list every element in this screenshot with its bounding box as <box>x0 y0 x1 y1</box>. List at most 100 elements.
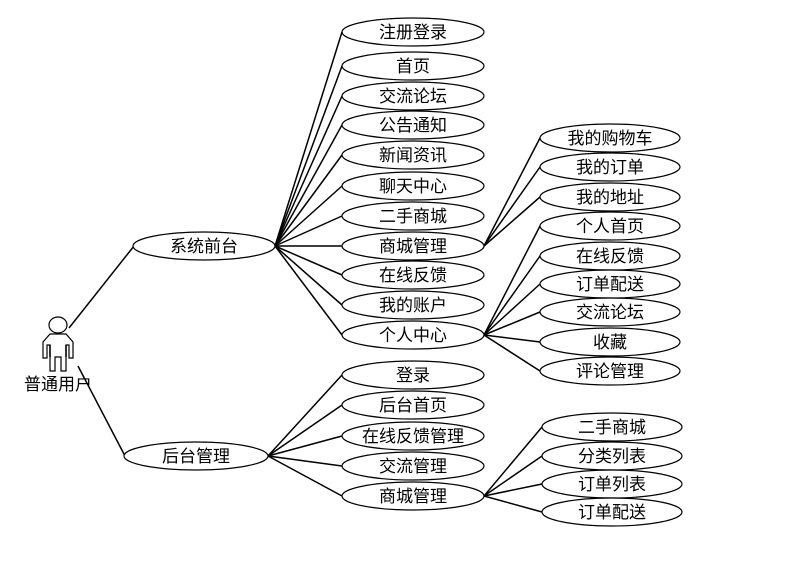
use-case-front-item: 商城管理 <box>341 231 485 261</box>
use-case-front-item-ellipse <box>341 140 485 170</box>
edge-back-2 <box>267 435 343 457</box>
use-case-mall-item: 我的购物车 <box>539 123 681 153</box>
use-case-back-item: 后台首页 <box>341 390 485 420</box>
use-case-front-ellipse <box>132 231 276 261</box>
use-case-back-ellipse <box>123 441 269 471</box>
edge-front-5 <box>274 185 343 247</box>
use-case-front-item-label: 我的账户 <box>379 296 447 316</box>
edge-back-3 <box>267 455 343 467</box>
use-case-front-item-ellipse <box>341 51 485 81</box>
edge-back-4 <box>267 455 343 497</box>
use-case-front-item-label: 首页 <box>396 57 430 77</box>
use-case-front-item-label: 在线反馈 <box>379 266 447 286</box>
use-case-backmall-item-ellipse <box>541 412 683 442</box>
use-case-front-item-label: 新闻资讯 <box>379 146 447 166</box>
edge-front-1 <box>274 65 343 247</box>
use-case-front-item-label: 二手商城 <box>379 207 447 227</box>
use-case-back-item-ellipse <box>341 360 485 390</box>
use-case-personal-item: 订单配送 <box>539 269 681 299</box>
edge-personal-1 <box>483 255 541 336</box>
use-case-front-item-ellipse <box>341 201 485 231</box>
use-case-personal-item: 评论管理 <box>539 356 681 386</box>
use-case-nodes: 系统前台后台管理注册登录首页交流论坛公告通知新闻资讯聊天中心二手商城商城管理在线… <box>123 17 683 527</box>
use-case-front-item: 注册登录 <box>341 17 485 47</box>
use-case-personal-item-label: 订单配送 <box>576 275 644 295</box>
use-case-front-item: 个人中心 <box>341 320 485 350</box>
use-case-back-label: 后台管理 <box>162 447 230 467</box>
use-case-mall-item-ellipse <box>539 152 681 182</box>
use-case-back-item: 交流管理 <box>341 451 485 481</box>
use-case-personal-item-ellipse <box>539 327 681 357</box>
use-case-front-item: 在线反馈 <box>341 260 485 290</box>
edge-personal-4 <box>483 334 541 343</box>
edge-actor-back <box>77 365 126 457</box>
use-case-backmall-item-label: 分类列表 <box>578 447 646 467</box>
edge-backmall-1 <box>483 455 543 497</box>
edge-personal-5 <box>483 334 541 372</box>
edge-backmall-2 <box>483 483 543 497</box>
edge-personal-2 <box>483 283 541 336</box>
edge-mall-1 <box>483 166 541 247</box>
use-case-back-item-label: 后台首页 <box>379 396 447 416</box>
edge-personal-0 <box>483 225 541 336</box>
edge-front-10 <box>274 245 343 336</box>
use-case-back-item-label: 商城管理 <box>379 487 447 507</box>
edge-front-3 <box>274 124 343 247</box>
edge-front-9 <box>274 245 343 306</box>
use-case-backmall-item: 分类列表 <box>541 441 683 471</box>
use-case-personal-item-label: 个人首页 <box>576 217 644 237</box>
use-case-mall-item: 我的订单 <box>539 152 681 182</box>
use-case-front-item-label: 交流论坛 <box>379 87 447 107</box>
use-case-front-item-ellipse <box>341 290 485 320</box>
use-case-front-item: 公告通知 <box>341 110 485 140</box>
use-case-personal-item-ellipse <box>539 356 681 386</box>
use-case-front-item-label: 聊天中心 <box>379 177 447 197</box>
use-case-mall-item-ellipse <box>539 182 681 212</box>
use-case-front: 系统前台 <box>132 231 276 261</box>
use-case-front-label: 系统前台 <box>170 237 238 257</box>
use-case-personal-item-ellipse <box>539 211 681 241</box>
use-case-front-item-label: 公告通知 <box>379 116 447 136</box>
use-case-personal-item: 在线反馈 <box>539 241 681 271</box>
use-case-front-item: 二手商城 <box>341 201 485 231</box>
use-case-front-item-ellipse <box>341 171 485 201</box>
use-case-personal-item-label: 在线反馈 <box>576 247 644 267</box>
use-case-front-item-label: 注册登录 <box>379 23 447 43</box>
edge-front-2 <box>274 95 343 247</box>
edge-front-4 <box>274 154 343 247</box>
use-case-back-item: 在线反馈管理 <box>341 421 485 451</box>
use-case-front-item-ellipse <box>341 110 485 140</box>
use-case-mall-item-ellipse <box>539 123 681 153</box>
use-case-front-item: 新闻资讯 <box>341 140 485 170</box>
use-case-back: 后台管理 <box>123 441 269 471</box>
use-case-backmall-item: 订单配送 <box>541 497 683 527</box>
use-case-front-item-ellipse <box>341 260 485 290</box>
use-case-back-item-ellipse <box>341 451 485 481</box>
use-case-backmall-item-ellipse <box>541 497 683 527</box>
use-case-personal-item-label: 评论管理 <box>576 362 644 382</box>
edge-back-0 <box>267 374 343 457</box>
edge-mall-0 <box>483 137 541 247</box>
edge-front-6 <box>274 215 343 247</box>
use-case-backmall-item: 订单列表 <box>541 469 683 499</box>
edge-front-8 <box>274 245 343 276</box>
use-case-back-item-label: 登录 <box>396 366 430 386</box>
actor-label: 普通用户 <box>24 375 92 395</box>
edge-mall-2 <box>483 196 541 247</box>
edge-actor-front <box>68 245 135 329</box>
use-case-front-item-ellipse <box>341 320 485 350</box>
use-case-front-item-label: 个人中心 <box>379 326 447 346</box>
user-actor: 普通用户 <box>24 316 92 395</box>
use-case-front-item-ellipse <box>341 81 485 111</box>
use-case-front-item-ellipse <box>341 231 485 261</box>
use-case-back-item-ellipse <box>341 421 485 451</box>
use-case-front-item: 首页 <box>341 51 485 81</box>
edge-back-1 <box>267 404 343 457</box>
use-case-front-item: 聊天中心 <box>341 171 485 201</box>
connector-lines <box>68 31 543 513</box>
use-case-front-item-ellipse <box>341 17 485 47</box>
edge-backmall-0 <box>483 426 543 497</box>
use-case-back-item: 登录 <box>341 360 485 390</box>
use-case-backmall-item-label: 二手商城 <box>578 418 646 438</box>
use-case-back-item-label: 交流管理 <box>379 457 447 477</box>
